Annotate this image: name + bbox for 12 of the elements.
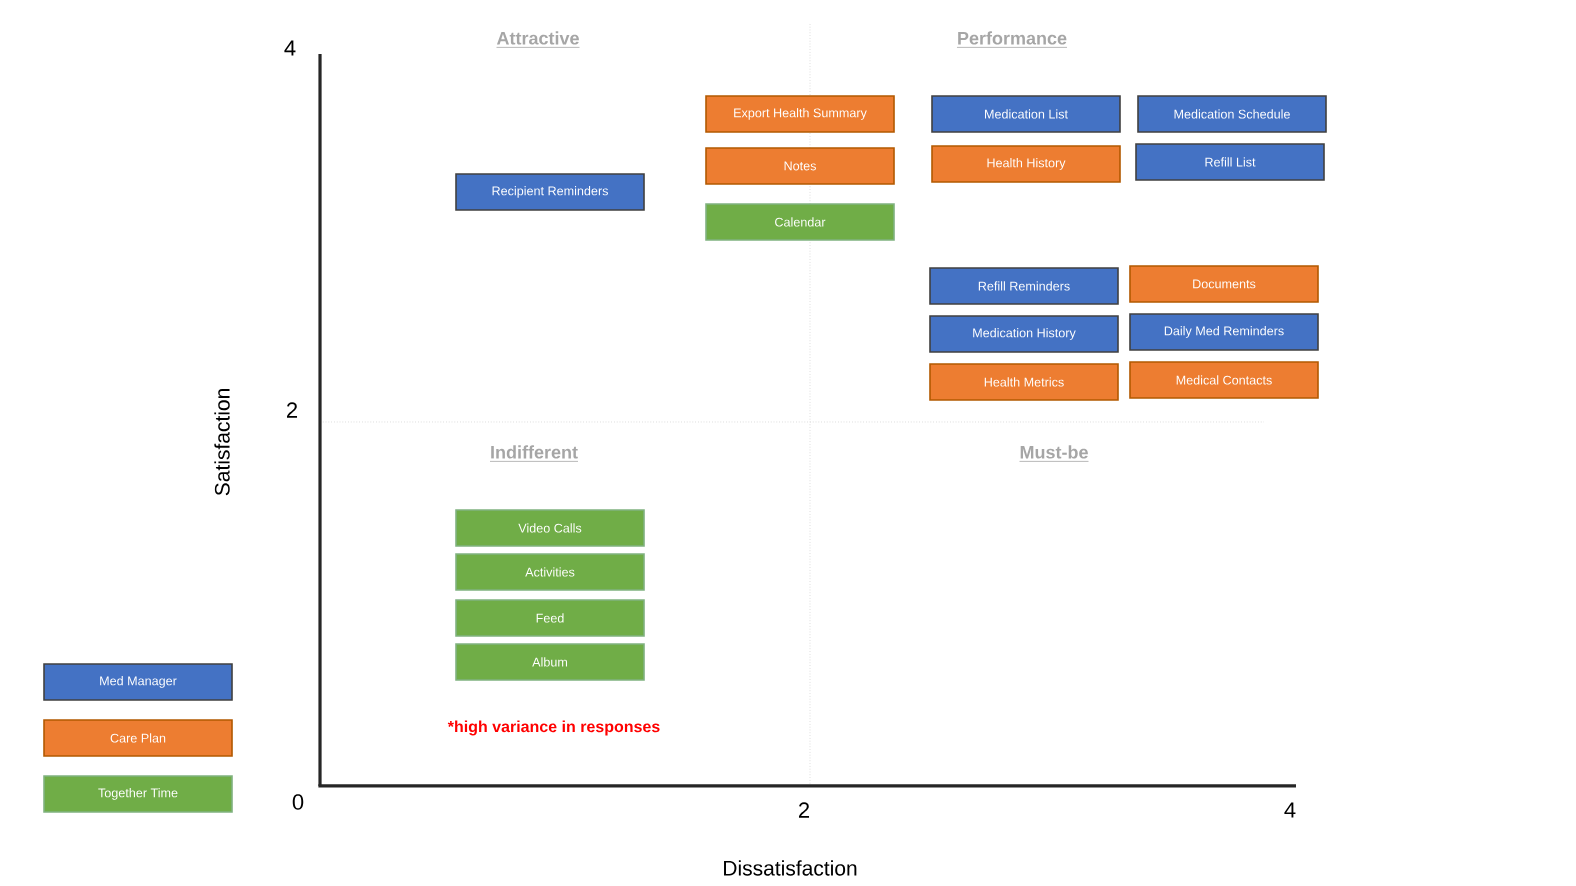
tick-label: 2 — [799, 802, 809, 818]
quadrant-title: Must-be — [1019, 445, 1089, 462]
axis-title: Satisfaction — [214, 389, 230, 496]
quadrant-title: Attractive — [496, 31, 580, 48]
tick-label: 2 — [287, 402, 298, 418]
quadrant-title: Indifferent — [489, 445, 579, 462]
tick-label: 4 — [1284, 802, 1296, 818]
quadrant-title: Performance — [956, 31, 1068, 48]
note-text: *high variance in responses — [447, 720, 660, 736]
tick-label: 0 — [292, 794, 304, 810]
tick-label: 4 — [284, 40, 296, 56]
axis-title: Dissatisfaction — [724, 860, 857, 876]
